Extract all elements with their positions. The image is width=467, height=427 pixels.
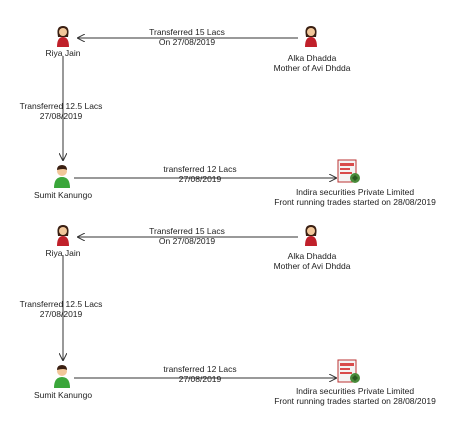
- woman-person-icon[interactable]: [54, 25, 72, 47]
- node-label-riya: Riya Jain: [45, 48, 81, 58]
- edge-label-line: Transferred 12.5 Lacs: [19, 101, 103, 111]
- node-label-alka: Alka Dhadda Mother of Avi Dhdda: [262, 53, 362, 73]
- alka-name: Alka Dhadda: [287, 251, 337, 261]
- woman-person-icon[interactable]: [54, 224, 72, 246]
- edge-label-line: 27/08/2019: [178, 174, 222, 184]
- edge-label-line: transferred 12 Lacs: [163, 164, 237, 174]
- indira-name: Indira securities Private Limited: [295, 187, 415, 197]
- edge-label-line: 27/08/2019: [178, 374, 222, 384]
- edge-label-line: transferred 12 Lacs: [163, 364, 237, 374]
- indira-note: Front running trades started on 28/08/20…: [274, 197, 436, 207]
- edge-label-alka-riya: Transferred 15 Lacs On 27/08/2019: [137, 226, 237, 246]
- alka-role: Mother of Avi Dhdda: [273, 63, 351, 73]
- node-label-alka: Alka Dhadda Mother of Avi Dhdda: [262, 251, 362, 271]
- edge-label-line: On 27/08/2019: [158, 37, 216, 47]
- edge-label-sumit-indira: transferred 12 Lacs 27/08/2019: [150, 164, 250, 184]
- edge-label-alka-riya: Transferred 15 Lacs On 27/08/2019: [137, 27, 237, 47]
- edge-label-sumit-indira: transferred 12 Lacs 27/08/2019: [150, 364, 250, 384]
- edge-label-line: 27/08/2019: [39, 309, 83, 319]
- edge-label-line: Transferred 12.5 Lacs: [19, 299, 103, 309]
- woman-person-icon[interactable]: [302, 25, 320, 47]
- edge-label-line: Transferred 15 Lacs: [149, 27, 225, 37]
- node-label-sumit: Sumit Kanungo: [33, 390, 93, 400]
- woman-person-icon[interactable]: [302, 224, 320, 246]
- edge-label-line: 27/08/2019: [39, 111, 83, 121]
- company-document-icon[interactable]: [336, 358, 362, 384]
- edge-label-line: Transferred 15 Lacs: [149, 226, 225, 236]
- edge-label-riya-sumit: Transferred 12.5 Lacs 27/08/2019: [11, 299, 111, 319]
- node-label-sumit: Sumit Kanungo: [33, 190, 93, 200]
- man-person-icon[interactable]: [52, 364, 72, 388]
- edge-label-line: On 27/08/2019: [158, 236, 216, 246]
- node-label-indira: Indira securities Private Limited Front …: [260, 386, 450, 406]
- man-person-icon[interactable]: [52, 164, 72, 188]
- node-label-riya: Riya Jain: [45, 248, 81, 258]
- indira-name: Indira securities Private Limited: [295, 386, 415, 396]
- company-document-icon[interactable]: [336, 158, 362, 184]
- alka-role: Mother of Avi Dhdda: [273, 261, 351, 271]
- indira-note: Front running trades started on 28/08/20…: [274, 396, 436, 406]
- node-label-indira: Indira securities Private Limited Front …: [260, 187, 450, 207]
- alka-name: Alka Dhadda: [287, 53, 337, 63]
- edge-label-riya-sumit: Transferred 12.5 Lacs 27/08/2019: [11, 101, 111, 121]
